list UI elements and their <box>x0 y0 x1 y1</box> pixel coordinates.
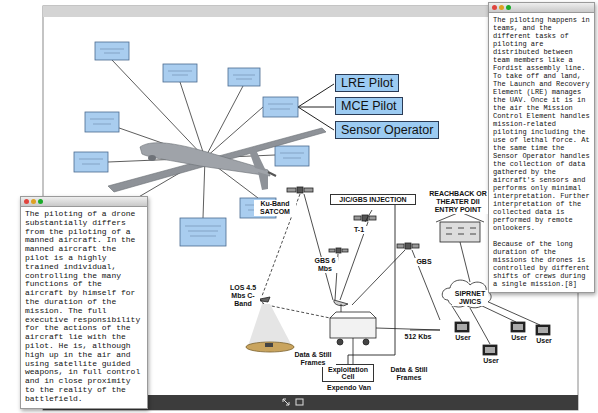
window-button <box>38 199 43 204</box>
network-label: 512 Kbs <box>403 333 433 341</box>
window-button <box>24 199 29 204</box>
network-label: REACHBACK OR THEATER DII ENTRY POINT <box>428 190 488 214</box>
role-box: LRE Pilot <box>335 74 399 92</box>
note-text: Because of the long duration of the miss… <box>493 240 590 288</box>
note-text: The piloting happens in teams, and the d… <box>493 16 590 232</box>
title-bar <box>489 3 594 13</box>
note-window: The piloting happens in teams, and the d… <box>488 2 595 293</box>
network-label: User <box>531 337 557 345</box>
window-button <box>31 199 36 204</box>
node-text: MCE Pilot <box>341 99 397 113</box>
note-body: The piloting of a drone substantially di… <box>21 207 147 408</box>
title-bar <box>21 197 147 207</box>
network-label: Expendo Van <box>322 384 376 392</box>
window-button <box>506 5 511 10</box>
network-label: T-1 <box>350 226 368 234</box>
node-text: Sensor Operator <box>341 123 433 137</box>
star-lines <box>102 60 275 218</box>
note-body: The piloting happens in teams, and the d… <box>489 13 594 292</box>
network-label: User <box>506 334 532 342</box>
fan-lines <box>298 84 334 130</box>
role-box: Sensor Operator <box>335 121 439 139</box>
window-button <box>492 5 497 10</box>
node-text: LRE Pilot <box>341 76 393 90</box>
network-label: GBS 6 Mbs <box>312 257 338 273</box>
node-text: JIC/GBS INJECTION <box>334 196 412 203</box>
bar-icons <box>283 399 303 405</box>
network-label: Data & Still Frames <box>290 351 336 367</box>
network-label: User <box>478 357 504 365</box>
network-label: Data & Still Frames <box>386 366 432 382</box>
network-label: User <box>450 334 476 342</box>
drone-illustration <box>108 128 326 192</box>
node-text: Exploitation Cell <box>326 366 370 380</box>
connector <box>348 205 395 364</box>
network-label: Ku-Band SATCOM <box>254 200 296 216</box>
role-box: MCE Pilot <box>335 97 403 115</box>
note-window: The piloting of a drone substantially di… <box>20 196 148 409</box>
network-label: LOS 4.5 Mbs C-Band <box>226 284 260 308</box>
note-text: The piloting of a drone substantially di… <box>25 210 143 404</box>
network-label: GBS <box>414 258 434 266</box>
network-label: SIPRNET JWICS <box>452 290 488 306</box>
window-button <box>499 5 504 10</box>
injection-box: JIC/GBS INJECTION <box>330 194 416 205</box>
